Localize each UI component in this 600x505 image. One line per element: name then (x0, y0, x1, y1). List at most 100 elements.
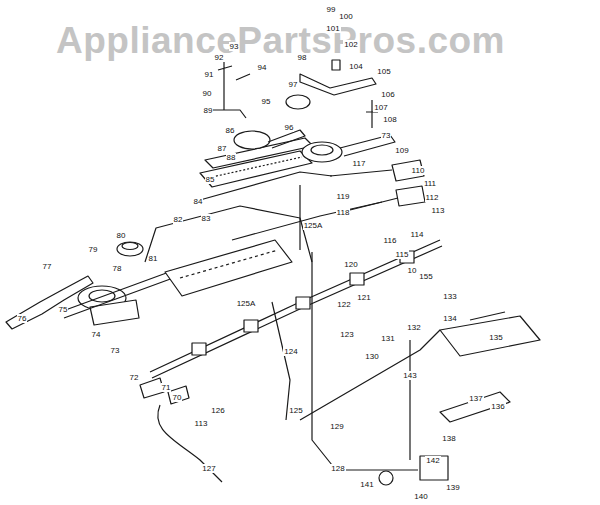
callout-number: 108 (382, 115, 397, 124)
callout-number: 118 (336, 208, 351, 217)
callout-number: 131 (380, 334, 395, 343)
callout-number: 119 (336, 192, 351, 201)
callout-number: 76 (17, 314, 28, 323)
callout-number: 104 (348, 62, 363, 71)
callout-number: 112 (425, 193, 440, 202)
gas-tube (409, 340, 410, 460)
callout-number: 97 (288, 80, 299, 89)
callout-number: 121 (356, 293, 371, 302)
burner-port (311, 145, 333, 155)
gas-tube (272, 302, 290, 420)
callout-number: 80 (116, 231, 127, 240)
callout-number: 123 (339, 330, 354, 339)
top-burner (234, 131, 270, 149)
callout-number: 116 (383, 236, 398, 245)
callout-number: 91 (204, 70, 215, 79)
callout-number: 122 (336, 300, 351, 309)
burner-tube (60, 268, 184, 318)
burner-arm (268, 130, 305, 148)
fitting (379, 471, 393, 485)
callout-number: 89 (203, 106, 214, 115)
callout-number: 100 (338, 12, 353, 21)
callout-number: 79 (88, 245, 99, 254)
callout-number: 139 (445, 483, 460, 492)
callout-number: 125A (236, 299, 257, 308)
gas-tube (232, 202, 382, 240)
gas-tube (200, 172, 332, 200)
callout-number: 114 (410, 230, 425, 239)
watermark: AppliancePartsPros.com (56, 20, 505, 62)
nut (332, 60, 340, 70)
callout-number: 117 (352, 159, 367, 168)
gas-valve (396, 186, 425, 206)
burner-cap (286, 95, 310, 109)
top-burner (302, 142, 342, 162)
burner-base (90, 300, 139, 325)
callout-number: 83 (201, 214, 212, 223)
callout-number: 82 (173, 215, 184, 224)
callout-number: 71 (161, 383, 172, 392)
callout-number: 130 (364, 352, 379, 361)
callout-number: 93 (229, 42, 240, 51)
support-rod (299, 185, 300, 250)
callout-number: 85 (205, 175, 216, 184)
burner-cap-top (122, 243, 138, 250)
callout-number: 81 (148, 254, 159, 263)
callout-number: 128 (330, 464, 345, 473)
callout-number: 113 (431, 206, 446, 215)
callout-number: 86 (225, 126, 236, 135)
callout-number: 141 (359, 480, 374, 489)
callout-number: 73 (381, 131, 392, 140)
callout-number: 136 (490, 402, 505, 411)
callout-number: 137 (468, 394, 483, 403)
callout-number: 77 (42, 262, 53, 271)
burner-cap (117, 242, 143, 256)
gas-tube (300, 330, 440, 420)
pressure-regulator (420, 456, 448, 480)
callout-number: 88 (226, 153, 237, 162)
callout-number: 138 (441, 434, 456, 443)
manifold-pipe (150, 240, 442, 378)
callout-number: 120 (343, 260, 358, 269)
burner-valve (140, 378, 189, 404)
callout-number: 129 (329, 422, 344, 431)
mounting-plate (440, 392, 510, 422)
callout-number: 135 (488, 333, 503, 342)
callout-number: 124 (283, 347, 298, 356)
callout-number: 113 (194, 419, 209, 428)
callout-number: 105 (376, 67, 391, 76)
valve-body (192, 343, 206, 355)
callout-number: 142 (425, 456, 440, 465)
bracket-plate (300, 74, 376, 95)
callout-number: 134 (442, 314, 457, 323)
callout-number: 90 (202, 89, 213, 98)
mounting-bracket (212, 62, 250, 118)
callout-number: 109 (394, 146, 409, 155)
callout-number: 92 (214, 53, 225, 62)
callout-number: 102 (343, 40, 358, 49)
valve-body (244, 320, 258, 332)
callout-number: 94 (257, 63, 268, 72)
callout-number: 155 (418, 272, 433, 281)
gas-tube (158, 405, 222, 482)
rod (470, 312, 505, 320)
callout-number: 107 (373, 103, 388, 112)
callout-number: 127 (201, 464, 216, 473)
callout-number: 106 (380, 90, 395, 99)
callout-number: 126 (210, 406, 225, 415)
callout-number: 72 (129, 373, 140, 382)
callout-number: 73 (110, 346, 121, 355)
callout-number: 74 (91, 330, 102, 339)
valve-body (296, 297, 310, 309)
callout-number: 110 (411, 166, 426, 175)
valve-body (350, 273, 364, 285)
burner-ports (180, 250, 278, 278)
oven-burner (165, 240, 292, 296)
callout-number: 98 (297, 53, 308, 62)
callout-number: 95 (261, 97, 272, 106)
callout-number: 125A (303, 221, 324, 230)
callout-number: 96 (284, 123, 295, 132)
callout-number: 125 (288, 406, 303, 415)
broiler-shield (200, 151, 312, 187)
callout-number: 101 (325, 24, 340, 33)
